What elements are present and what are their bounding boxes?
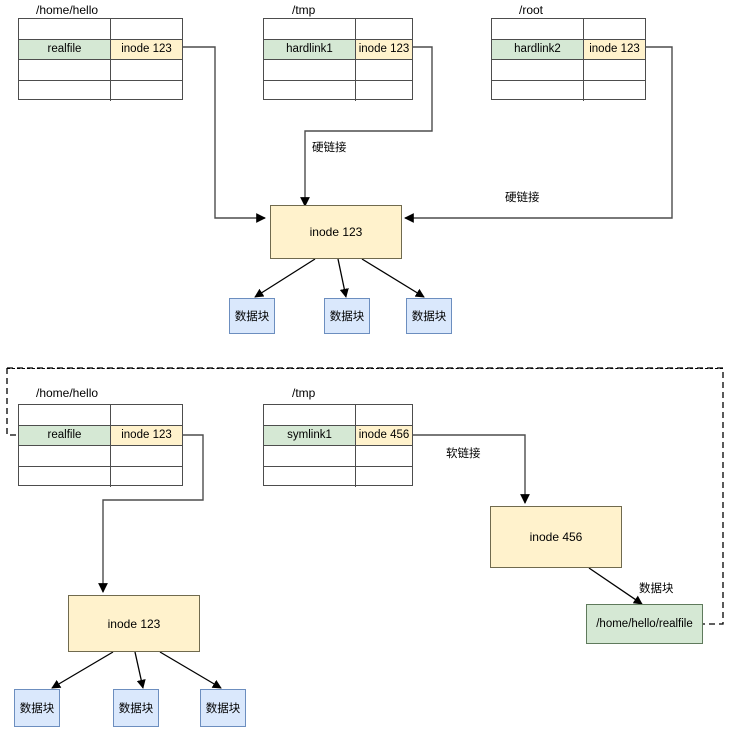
table-row[interactable]: hardlink2 inode 123 bbox=[492, 39, 645, 60]
table-row[interactable] bbox=[19, 19, 182, 40]
cell-inode bbox=[111, 405, 182, 425]
table-row[interactable]: realfile inode 123 bbox=[19, 39, 182, 60]
cell-inode: inode 456 bbox=[356, 425, 412, 445]
inode-box-bottom-right[interactable]: inode 456 bbox=[490, 506, 622, 568]
inode-box-top[interactable]: inode 123 bbox=[270, 205, 402, 259]
cell-inode bbox=[584, 19, 645, 39]
dir-table-root-top: hardlink2 inode 123 bbox=[491, 18, 646, 102]
edge-home-to-inode bbox=[183, 46, 266, 223]
cell-inode bbox=[356, 19, 412, 39]
table-row[interactable] bbox=[492, 19, 645, 40]
cell-inode bbox=[356, 446, 412, 466]
cell-name bbox=[19, 19, 111, 39]
table-row[interactable] bbox=[19, 446, 182, 467]
symlink-target-path-box[interactable]: /home/hello/realfile bbox=[586, 604, 703, 644]
cell-name bbox=[19, 60, 111, 80]
data-block-bottom-2[interactable]: 数据块 bbox=[113, 689, 159, 727]
data-block-bottom-3[interactable]: 数据块 bbox=[200, 689, 246, 727]
cell-inode bbox=[111, 446, 182, 466]
edge-label-softlink: 软链接 bbox=[446, 448, 481, 460]
cell-inode: inode 123 bbox=[111, 39, 182, 59]
cell-name bbox=[264, 60, 356, 80]
cell-name bbox=[492, 19, 584, 39]
table-row[interactable] bbox=[264, 19, 412, 40]
table-row[interactable] bbox=[19, 405, 182, 426]
cell-name: realfile bbox=[19, 425, 111, 445]
caption-home-hello-top: /home/hello bbox=[36, 3, 99, 17]
edge-label-hardlink-center: 硬链接 bbox=[312, 142, 347, 154]
data-block-bottom-1[interactable]: 数据块 bbox=[14, 689, 60, 727]
cell-inode bbox=[111, 60, 182, 80]
cell-inode bbox=[111, 19, 182, 39]
dir-table-home-hello-bottom: realfile inode 123 bbox=[18, 404, 183, 488]
data-block-top-3[interactable]: 数据块 bbox=[406, 298, 452, 334]
cell-name bbox=[492, 80, 584, 101]
cell-inode: inode 123 bbox=[111, 425, 182, 445]
cell-name bbox=[264, 405, 356, 425]
table-row[interactable] bbox=[264, 466, 412, 488]
table-row[interactable] bbox=[492, 60, 645, 81]
cell-inode bbox=[584, 81, 645, 102]
table-row[interactable] bbox=[264, 405, 412, 426]
cell-inode bbox=[356, 60, 412, 80]
caption-root-top: /root bbox=[519, 3, 544, 17]
cell-name: hardlink2 bbox=[492, 39, 584, 59]
table-row[interactable] bbox=[264, 80, 412, 102]
cell-name bbox=[19, 466, 111, 487]
cell-inode: inode 123 bbox=[356, 39, 412, 59]
cell-inode bbox=[356, 467, 412, 488]
dir-table-tmp-top: hardlink1 inode 123 bbox=[263, 18, 413, 102]
table-row[interactable]: realfile inode 123 bbox=[19, 425, 182, 446]
cell-inode bbox=[584, 60, 645, 80]
table-row[interactable] bbox=[264, 446, 412, 467]
cell-inode bbox=[111, 81, 182, 102]
caption-tmp-bottom: /tmp bbox=[292, 386, 316, 400]
table-row[interactable] bbox=[492, 80, 645, 102]
cell-name: hardlink1 bbox=[264, 39, 356, 59]
cell-name bbox=[264, 80, 356, 101]
data-block-top-1[interactable]: 数据块 bbox=[229, 298, 275, 334]
table-row[interactable]: hardlink1 inode 123 bbox=[264, 39, 412, 60]
edge-inode-to-datablocks-top bbox=[254, 258, 425, 298]
edge-inode-to-datablocks-bottom bbox=[51, 651, 222, 689]
cell-name bbox=[492, 60, 584, 80]
cell-inode bbox=[111, 467, 182, 488]
edge-label-data-block-softlink: 数据块 bbox=[639, 583, 674, 595]
edge-inode456-to-path bbox=[588, 567, 643, 605]
dir-table-tmp-bottom: symlink1 inode 456 bbox=[263, 404, 413, 488]
table-row[interactable] bbox=[19, 80, 182, 102]
cell-inode: inode 123 bbox=[584, 39, 645, 59]
cell-name: realfile bbox=[19, 39, 111, 59]
cell-name: symlink1 bbox=[264, 425, 356, 445]
cell-name bbox=[19, 405, 111, 425]
caption-tmp-top: /tmp bbox=[292, 3, 316, 17]
cell-name bbox=[19, 80, 111, 101]
cell-name bbox=[19, 446, 111, 466]
dir-table-home-hello-top: realfile inode 123 bbox=[18, 18, 183, 102]
inode-box-bottom-left[interactable]: inode 123 bbox=[68, 595, 200, 652]
cell-inode bbox=[356, 405, 412, 425]
cell-name bbox=[264, 446, 356, 466]
caption-home-hello-bottom: /home/hello bbox=[36, 386, 99, 400]
data-block-top-2[interactable]: 数据块 bbox=[324, 298, 370, 334]
table-row[interactable]: symlink1 inode 456 bbox=[264, 425, 412, 446]
cell-name bbox=[264, 19, 356, 39]
cell-inode bbox=[356, 81, 412, 102]
edge-label-hardlink-right: 硬链接 bbox=[505, 192, 540, 204]
table-row[interactable] bbox=[19, 60, 182, 81]
softlink-group-dashed-border bbox=[7, 368, 723, 369]
cell-name bbox=[264, 466, 356, 487]
table-row[interactable] bbox=[264, 60, 412, 81]
table-row[interactable] bbox=[19, 466, 182, 488]
